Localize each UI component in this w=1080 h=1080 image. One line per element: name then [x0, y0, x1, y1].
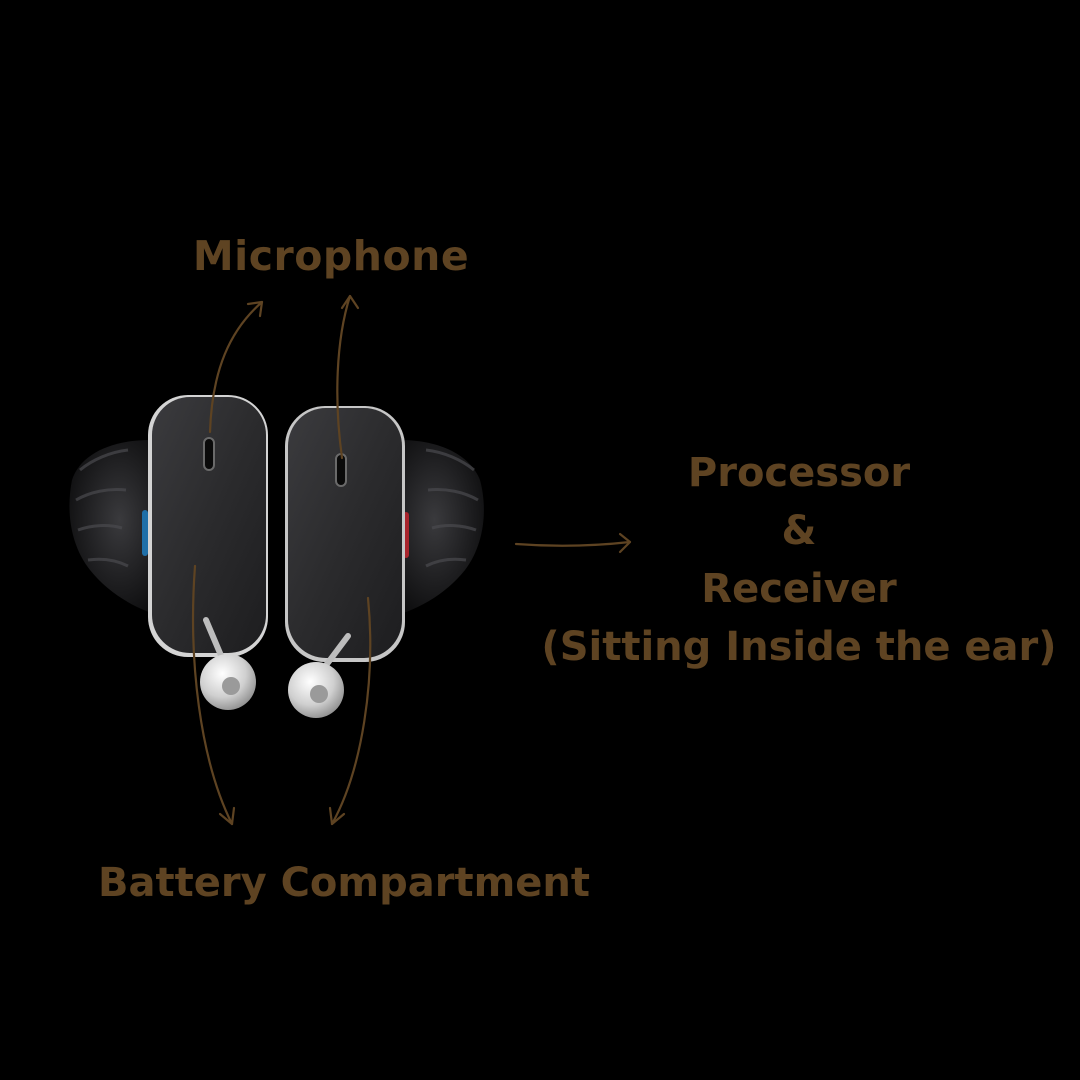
microphone-label: Microphone — [192, 232, 470, 280]
left-faceplate — [152, 397, 266, 653]
right-faceplate — [288, 408, 402, 658]
microphone-arrowhead-left — [246, 300, 264, 318]
processor-receiver-label: Processor & Receiver (Sitting Inside the… — [540, 444, 1058, 676]
battery-arrow-right — [330, 596, 372, 826]
left-mic-port — [203, 437, 215, 471]
left-blue-indicator — [142, 510, 148, 556]
processor-label-line-2: & — [781, 508, 817, 554]
microphone-arrow-left — [208, 300, 264, 434]
right-mic-port — [335, 453, 347, 487]
hearing-aid-pair-icon — [69, 395, 484, 718]
annotation-arrows — [191, 294, 632, 826]
processor-label-line-4: (Sitting Inside the ear) — [541, 624, 1057, 670]
processor-arrow — [514, 540, 632, 547]
battery-arrowhead-left — [218, 806, 236, 826]
processor-arrowhead — [618, 532, 632, 554]
microphone-arrow-right — [336, 294, 352, 460]
right-shell — [385, 440, 484, 618]
left-shell — [69, 440, 170, 618]
battery-compartment-label: Battery Compartment — [98, 860, 590, 906]
microphone-arrowhead-right — [340, 294, 360, 310]
processor-label-line-1: Processor — [687, 450, 911, 496]
processor-label-line-3: Receiver — [701, 566, 897, 612]
left-shell-texture — [75, 448, 129, 568]
battery-arrow-left — [191, 564, 234, 826]
right-shell-texture — [425, 448, 479, 568]
battery-arrowhead-right — [328, 806, 346, 826]
